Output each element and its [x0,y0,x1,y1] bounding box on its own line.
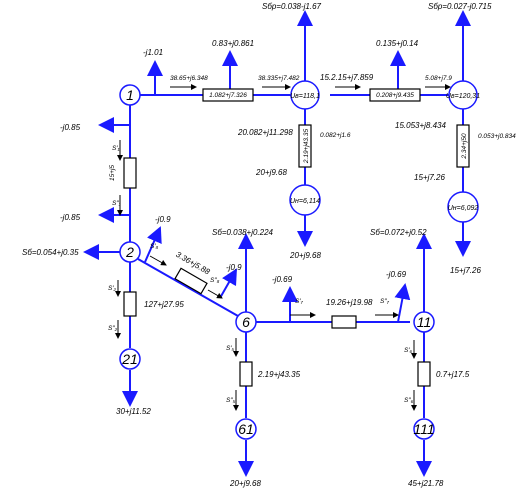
transformer-1-lv [289,184,321,216]
node-111-label: 111 [413,421,434,437]
node-1 [119,84,141,106]
z-1-t1-label: 1.082+j7.326 [209,92,247,99]
transformer-1-lv-label: Uн=6,114 [290,198,320,205]
z-t2-label: 2.34+j50 [461,133,468,160]
impedance-6-11 [331,315,357,329]
impedance-1-t1 [202,88,254,102]
sb11-label: Sб=0.072+j0.52 [370,228,427,237]
z-1-2-label: 15+j5 [109,165,116,181]
nodes: 1 2 6 11 21 61 111 Uв=118,1 Uв=120,31 Uн… [119,80,480,440]
left-q-top-label: -j0.85 [60,123,81,132]
impedance-6-61 [239,361,253,387]
power-s7-label: S′₆ [404,347,413,354]
node-6-label: 6 [242,314,250,330]
q-11-label: -j0.69 [386,270,407,279]
impedance-2-21 [123,291,137,317]
z-t1-label: 2.19+j43.35 [303,129,310,165]
flow-6-11-label: 19.26+j19.98 [326,298,373,307]
node-21 [119,348,141,370]
transformer-2-lv [447,191,479,223]
t2-load-b-label: 15+j7.26 [450,266,481,275]
load-61-label: 20+j9.68 [229,479,261,488]
node-61-label: 61 [238,421,254,437]
flow-t1-down-label: 20.082+j11.298 [237,128,293,137]
node-1-label: 1 [126,87,134,103]
power-s9-label: S′₇ [295,298,304,305]
power-s10-label: S″₇ [380,298,390,305]
node-111 [413,418,435,440]
node-21-label: 21 [121,351,138,367]
labels: -j1.01 0.83+j0.861 Sбр=0.038-j1.67 0.135… [22,2,516,488]
sb2-label: Sб=0.054+j0.35 [22,248,79,257]
load-21-label: 30+j11.52 [116,407,151,416]
node-11 [413,311,435,333]
q-6-near-label: -j0.9 [226,263,242,272]
sbp2-label: Sбр=0.027-j0.715 [428,2,492,11]
sbp1-label: Sбр=0.038-j1.67 [262,2,322,11]
transformer-2-lv-label: Uн=6,092 [448,205,479,212]
t1-load-top-label: 20+j9.68 [255,168,287,177]
power-s8-label: S″₆ [404,397,414,404]
z-t1-t2-label: 0.208+j9.435 [376,92,414,99]
flow-t2-down-label: 15.053+j8.434 [395,121,446,130]
z-2-21-label: 127+j27.95 [144,300,184,309]
flow-arrows [115,84,451,411]
transformer-1-hv-label: Uв=118,1 [290,93,320,100]
impedance-11-111 [417,361,431,387]
flow-1-t1b-label: 38.335+j7.482 [258,75,300,82]
flow-t1-loss-label: 0.082+j1.6 [320,132,351,139]
impedance-t1-t2 [369,88,421,102]
node-2 [119,241,141,263]
z-11-111-label: 0.7+j17.5 [436,370,470,379]
impedance-boxes [123,88,470,387]
q-6-11-label: -j0.69 [272,275,293,284]
impedance-1-2 [123,157,137,189]
transformer-1-hv [290,80,320,110]
node-2-label: 2 [125,244,134,260]
power-s4-label: S″₂ [108,325,118,332]
flow-t1-t2-label: 15.2.15+j7.859 [320,73,374,82]
flow-t1-t2b-label: 5.08+j7.9 [425,75,452,82]
node-6 [235,311,257,333]
flow-t2-loss-label: 0.053+j0.834 [478,133,516,140]
impedance-t1 [298,124,312,168]
impedance-2-6 [174,267,208,295]
power-s11-label: S′₈ [150,243,159,250]
power-s6-label: S″₅ [226,397,236,404]
impedance-t2 [456,124,470,168]
t1-load-label: 20+j9.68 [289,251,321,260]
power-s3-label: S′₂ [108,285,117,292]
power-s12-label: S″₈ [210,277,220,284]
node1-q-label: -j1.01 [143,48,163,57]
branch2-load-label: 0.135+j0.14 [376,39,419,48]
transformer-2-hv-label: Uв=120,31 [446,93,480,100]
flow-1-t1-label: 38.65+j6.348 [170,75,208,82]
transformer-2-hv [448,80,478,110]
power-s2-label: S″₁ [112,200,121,207]
node-61 [235,418,257,440]
power-s1-label: S′₁ [112,145,120,152]
z-6-61-label: 2.19+j43.35 [257,370,301,379]
power-s5-label: S′₅ [226,345,235,352]
branch1-load-label: 0.83+j0.861 [212,39,254,48]
q-2-6-label: -j0.9 [155,215,171,224]
node-11-label: 11 [417,314,432,330]
load-111-label: 45+j21.78 [408,479,444,488]
left-q-bot-label: -j0.85 [60,213,81,222]
sb6-label: Sб=0.038+j0.224 [212,228,274,237]
t2-load-label: 15+j7.26 [414,173,445,182]
